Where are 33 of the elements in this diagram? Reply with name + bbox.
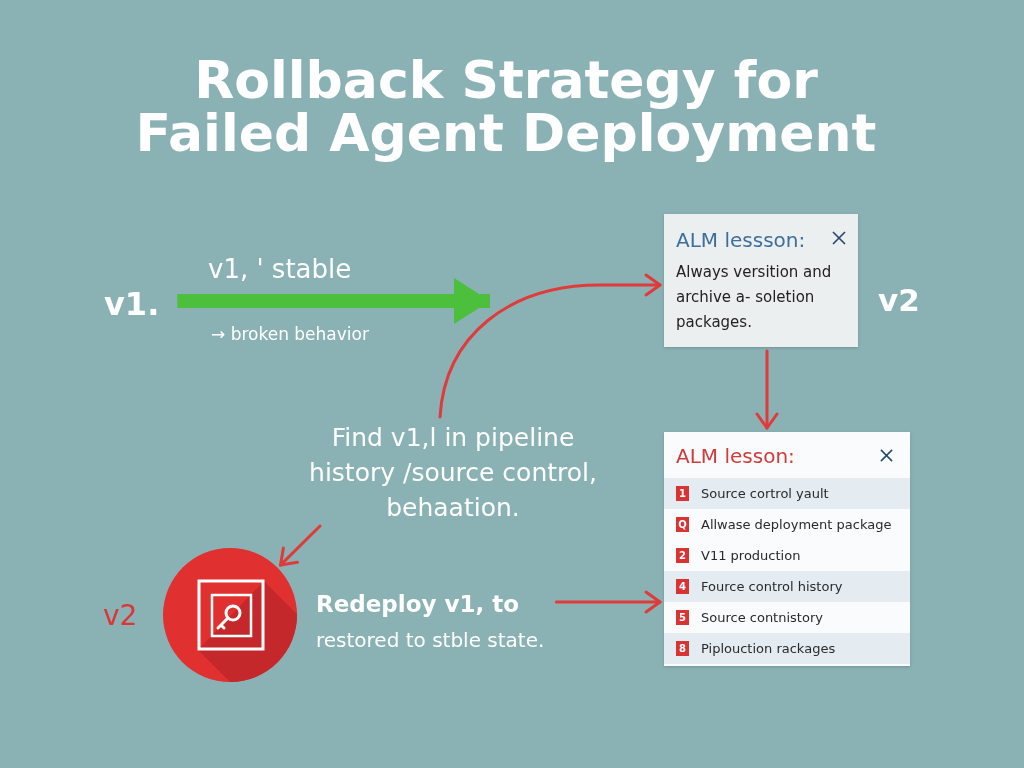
- lesson-card: [664, 214, 858, 347]
- version-label: v2: [878, 282, 920, 318]
- note-text: → broken behavior: [211, 323, 369, 345]
- step-heading: Redeploy v1, to: [316, 590, 521, 619]
- arrow: [554, 590, 662, 614]
- step-number: Q: [676, 517, 689, 532]
- list-item: V11 production: [701, 547, 801, 565]
- list-item: Allwase deployment package: [701, 516, 892, 534]
- lesson-card: [664, 432, 910, 666]
- card-heading: ALM lesson:: [676, 444, 795, 468]
- version-label: v2: [103, 600, 138, 632]
- list-row: [664, 633, 910, 664]
- card-heading: ALM lessson:: [676, 228, 806, 252]
- arrow: [755, 349, 779, 430]
- title: Rollback Strategy for Failed Agent Deployment: [134, 54, 878, 160]
- card-text: Always versition and archive a- soletion packages.: [676, 262, 833, 333]
- list-item: Source contnistory: [701, 609, 823, 627]
- step-number: 2: [676, 548, 689, 563]
- list-row: [664, 571, 910, 602]
- arrow: [177, 278, 490, 324]
- arrow: [279, 524, 322, 567]
- arrow: [438, 273, 662, 419]
- step-text: Find v1,l in pipeline history /source control, behaation.: [290, 420, 616, 525]
- version-label: v1.: [104, 285, 160, 323]
- list-row: [664, 478, 910, 509]
- step-number: 5: [676, 610, 689, 625]
- step-text: restored to stble state.: [316, 627, 545, 654]
- step-number: 8: [676, 641, 689, 656]
- list-item: Source cortrol yault: [701, 485, 829, 503]
- list-item: Piplouction rackages: [701, 640, 836, 658]
- step-number: 1: [676, 486, 689, 501]
- list-item: Fource control history: [701, 578, 843, 596]
- step-number: 4: [676, 579, 689, 594]
